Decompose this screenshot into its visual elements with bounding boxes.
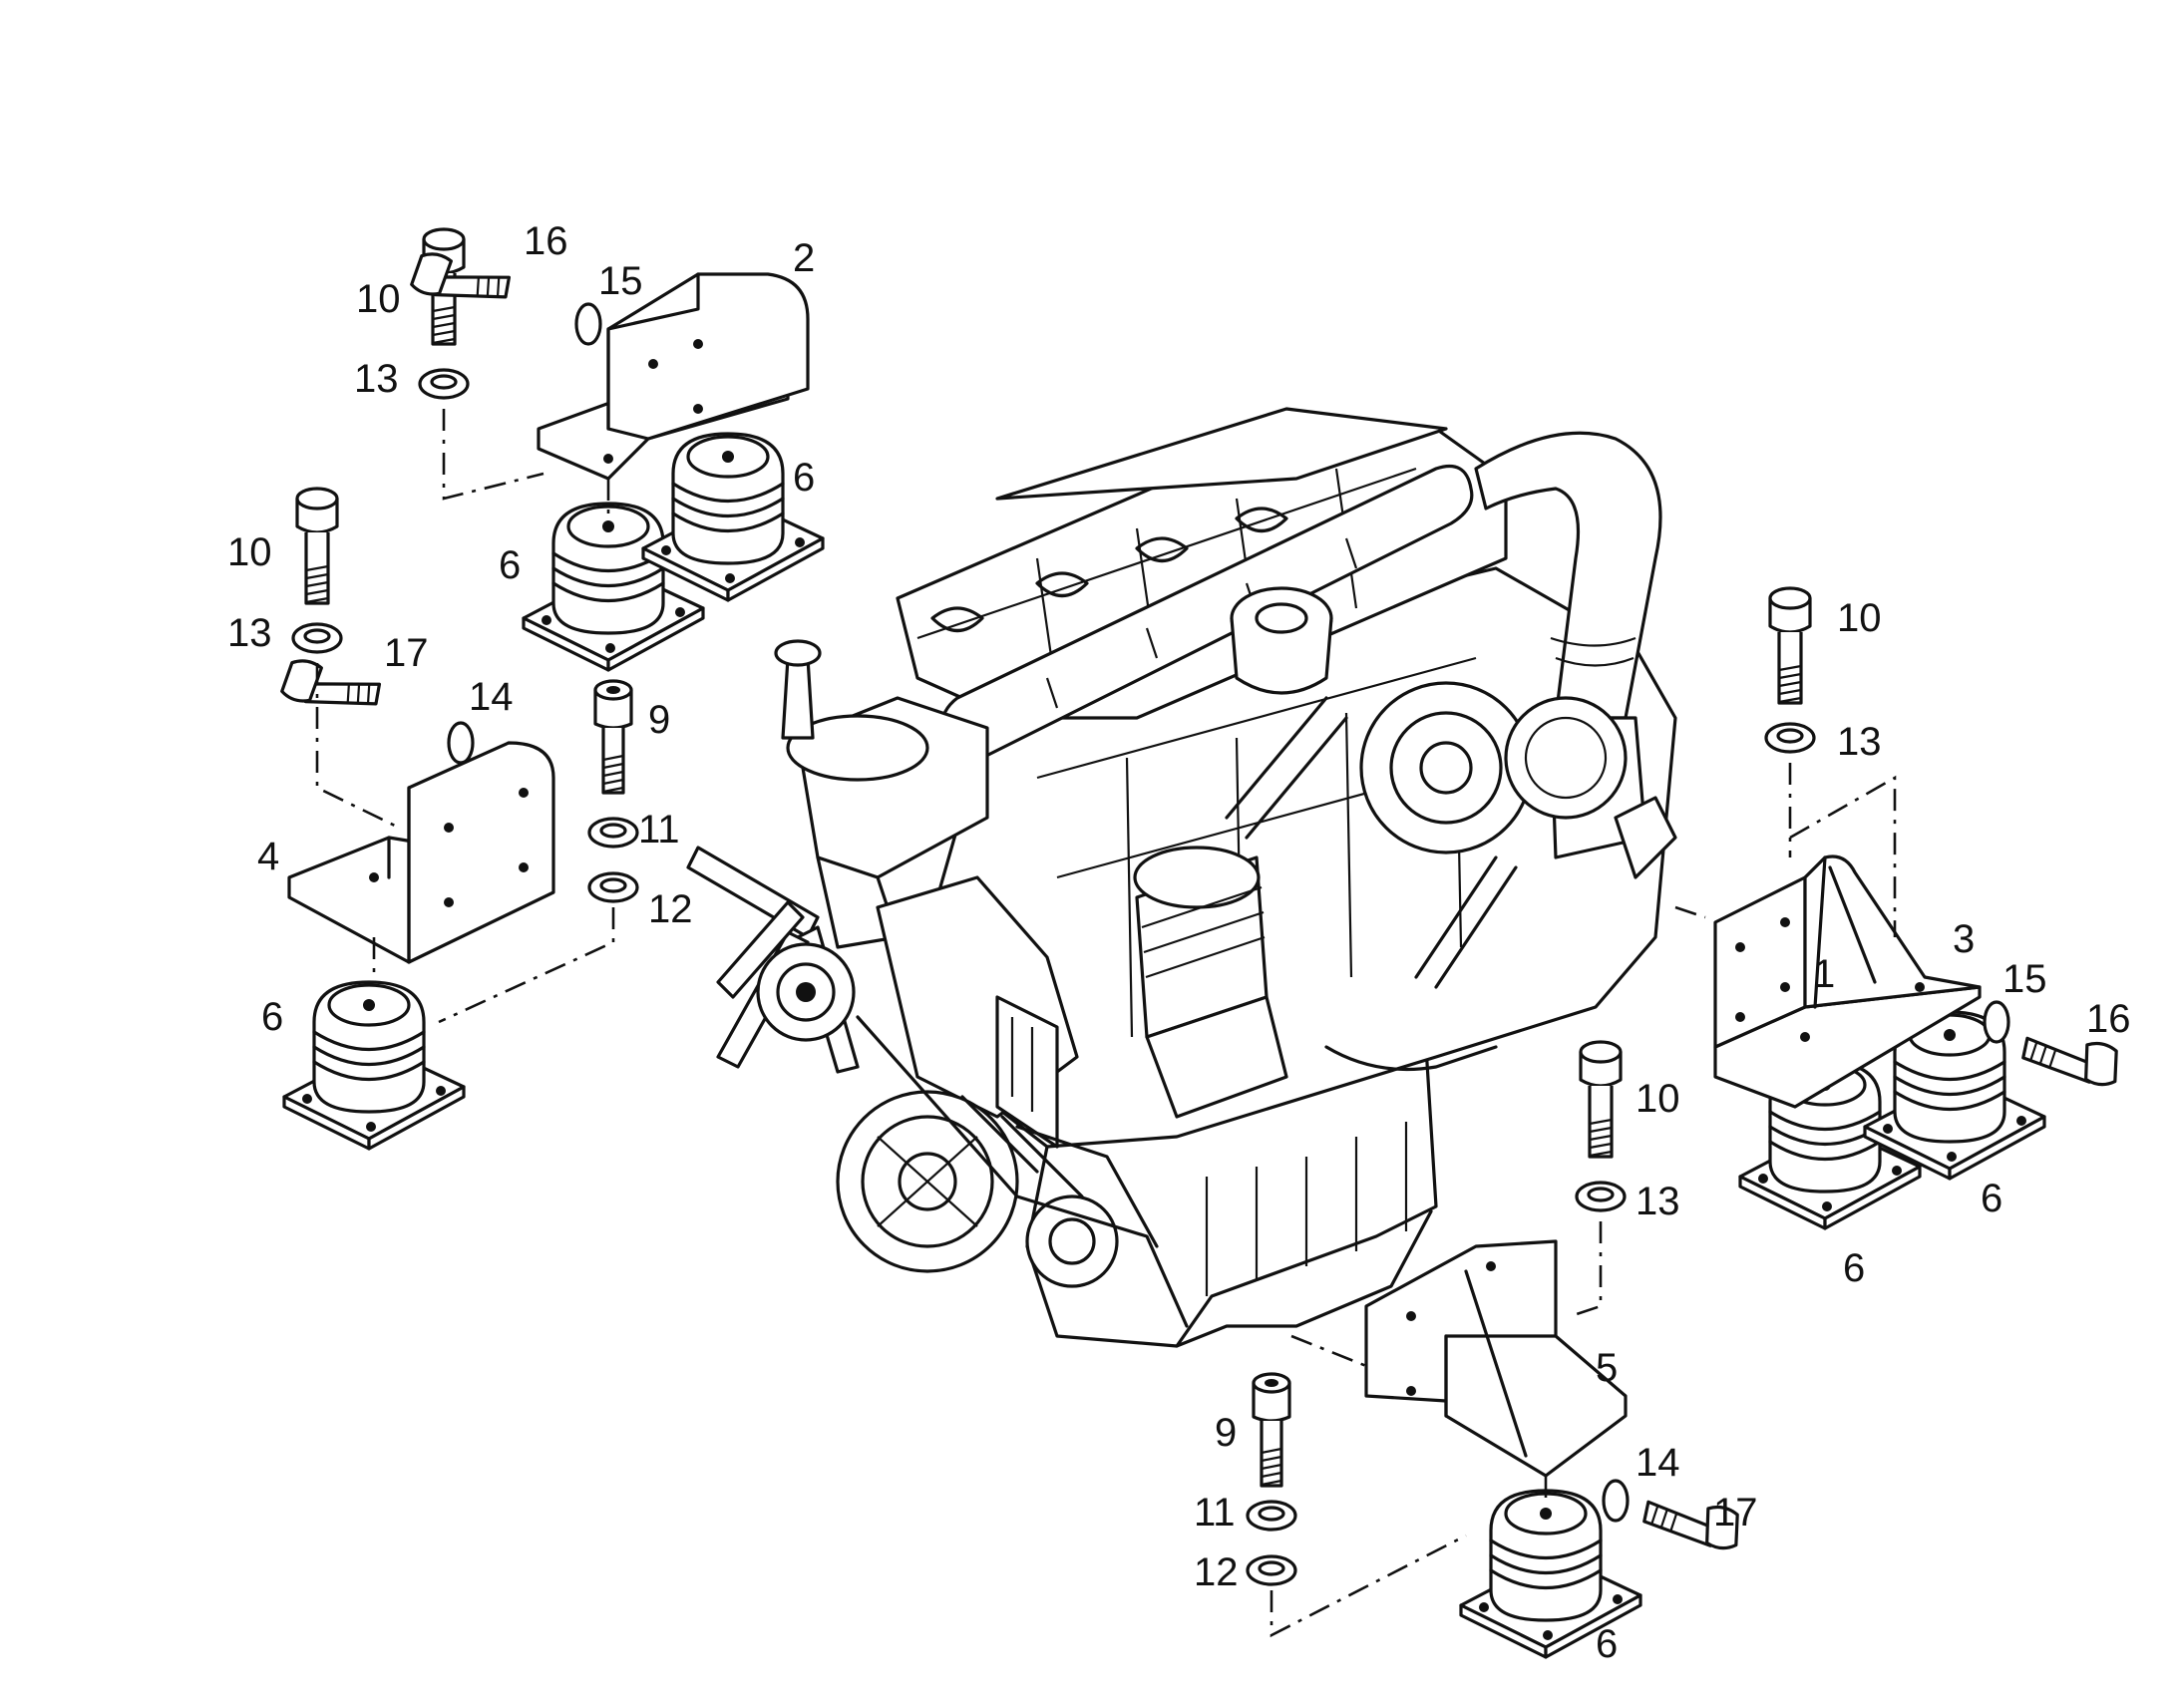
callout-17: 17 (384, 631, 429, 675)
bracket-4-assembly (279, 487, 639, 1151)
callout-11: 11 (638, 808, 680, 852)
callout-6: 6 (1981, 1177, 2002, 1220)
mount-6c (282, 980, 466, 1151)
callout-12: 12 (1194, 1550, 1239, 1594)
washer-14b (1602, 1479, 1630, 1523)
bracket-3-assembly (1674, 586, 2124, 1230)
washer-11a (587, 817, 639, 849)
bracket-5-assembly (1246, 1040, 1745, 1659)
callout-15: 15 (2002, 957, 2047, 1001)
callout-11: 11 (1194, 1491, 1236, 1535)
bolt-10d (1579, 1040, 1623, 1159)
callout-14: 14 (469, 675, 514, 719)
callout-15: 15 (598, 259, 643, 303)
washer-12a (587, 871, 639, 903)
callout-10: 10 (356, 277, 401, 321)
washer-13b (291, 622, 343, 654)
callout-6: 6 (1596, 1622, 1618, 1666)
callout-6: 6 (499, 543, 521, 587)
callout-16: 16 (524, 219, 568, 263)
callout-9: 9 (1215, 1411, 1237, 1455)
callout-10: 10 (1837, 596, 1882, 640)
engine-assembly (686, 407, 1677, 1348)
callout-3: 3 (1953, 917, 1975, 961)
washer-13a (418, 368, 470, 400)
washer-14a (447, 721, 475, 765)
callout-13: 13 (1837, 720, 1882, 764)
screw-9b (1252, 1372, 1291, 1488)
callout-1: 1 (1813, 952, 1835, 996)
callout-10: 10 (227, 530, 272, 574)
callout-14: 14 (1635, 1441, 1680, 1485)
bracket-2-assembly (409, 227, 825, 672)
washer-11b (1246, 1500, 1297, 1532)
callout-2: 2 (793, 236, 815, 280)
callout-16: 16 (2086, 997, 2131, 1041)
callout-5: 5 (1596, 1346, 1618, 1390)
bolt-10b (295, 487, 339, 605)
callout-13: 13 (1635, 1180, 1680, 1223)
callout-4: 4 (257, 835, 279, 878)
callout-10: 10 (1635, 1077, 1680, 1121)
callout-13: 13 (354, 357, 399, 401)
screw-9a (593, 679, 633, 795)
callout-12: 12 (648, 887, 693, 931)
washer-13d (1575, 1181, 1627, 1212)
callout-13: 13 (227, 611, 272, 655)
callout-6: 6 (1843, 1246, 1865, 1290)
callout-9: 9 (648, 698, 670, 742)
callout-6: 6 (793, 456, 815, 500)
washer-15b (1983, 1000, 2010, 1044)
bolt-17a (279, 656, 383, 716)
bolt-10c (1768, 586, 1812, 705)
washer-12b (1246, 1554, 1297, 1586)
callout-labels: 2 16 15 10 13 6 6 10 13 17 14 9 11 12 4 … (227, 219, 2131, 1666)
callout-6: 6 (261, 995, 283, 1039)
washer-13c (1764, 722, 1816, 754)
washer-15a (574, 302, 602, 346)
callout-17: 17 (1713, 1491, 1758, 1535)
